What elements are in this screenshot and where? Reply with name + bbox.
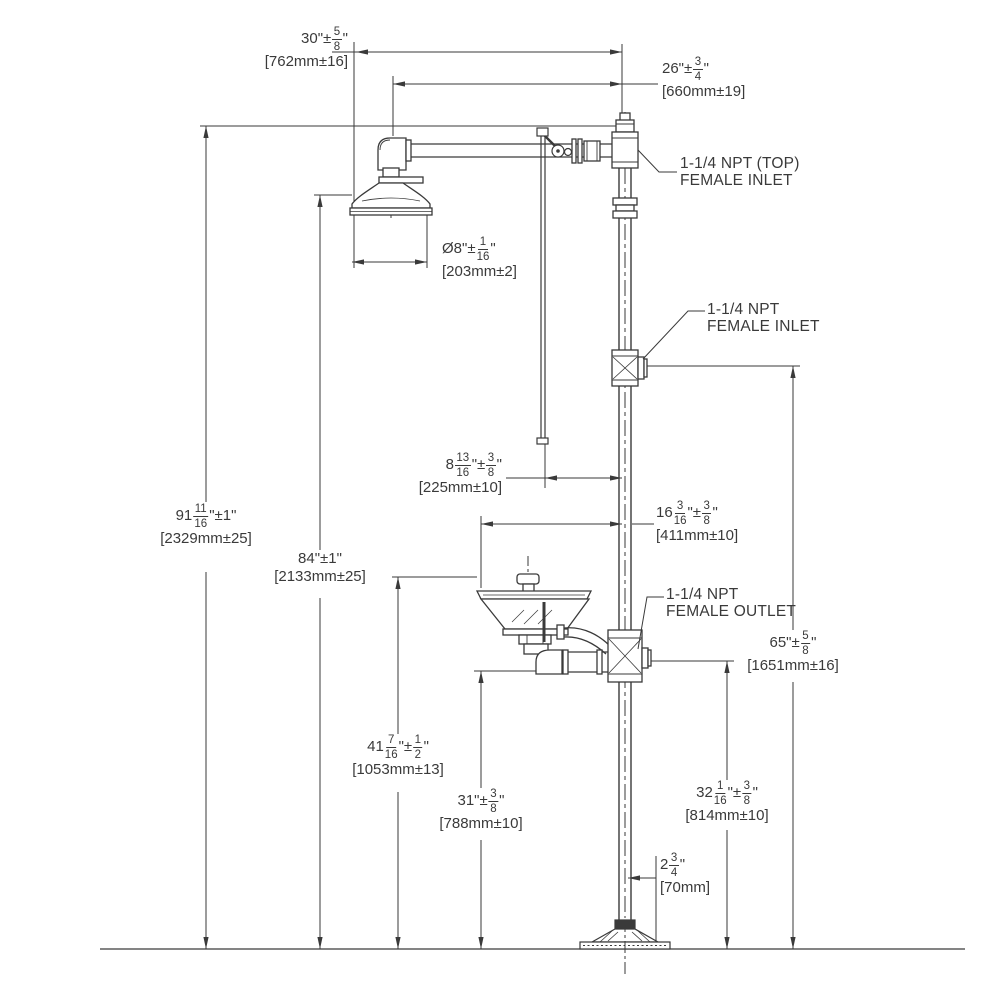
dim-91in-metric: [2329mm±25] <box>160 530 252 548</box>
leader-lines <box>637 149 705 650</box>
label-female-outlet: 1-1/4 NPT FEMALE OUTLET <box>666 586 797 621</box>
eyewash-valve <box>523 643 549 655</box>
dim-16-3-16in-metric: [411mm±10] <box>656 527 739 545</box>
dim-2-3-4in-metric: [70mm] <box>660 879 711 897</box>
dim-32in-metric: [814mm±10] <box>685 807 769 825</box>
shower-arm <box>377 137 612 171</box>
label-top-female-inlet: 1-1/4 NPT (TOP) FEMALE INLET <box>680 155 800 190</box>
eyewash-assembly <box>475 573 611 675</box>
dim-30in-metric: [762mm±16] <box>264 53 348 71</box>
dim-26in-metric: [660mm±19] <box>662 83 746 101</box>
dim-84in-metric: [2133mm±25] <box>274 567 366 585</box>
eyewash-bowl <box>479 598 591 630</box>
top-tee-fitting <box>611 112 639 169</box>
label-mid-female-inlet: 1-1/4 NPT FEMALE INLET <box>707 301 820 336</box>
leader-outlet <box>637 596 664 650</box>
waste-elbow <box>535 649 563 675</box>
pipe-coupling <box>612 197 638 219</box>
leader-mid-inlet <box>642 310 705 360</box>
dim-8in-metric: [203mm±2] <box>442 263 517 281</box>
arm-union <box>583 140 601 162</box>
dim-65in-metric: [1651mm±16] <box>747 657 839 675</box>
dim-41in-metric: [1053mm±13] <box>352 761 444 779</box>
dim-8-13-16in-metric: [225mm±10] <box>418 479 502 497</box>
cross-fitting <box>607 629 652 683</box>
mid-tee-fitting <box>611 349 648 387</box>
pull-rod <box>536 127 573 445</box>
dim-84in-label: 84"±1"[2133mm±25] <box>274 550 366 585</box>
extension-lines <box>200 42 800 944</box>
pull-rod-end <box>536 437 549 445</box>
base-flange <box>579 919 671 976</box>
dimension-lines <box>203 49 796 949</box>
shower-head <box>349 167 433 216</box>
leader-top-inlet <box>637 149 677 173</box>
eyewash-spray-head <box>516 573 540 585</box>
dim-31in-metric: [788mm±10] <box>439 815 523 833</box>
